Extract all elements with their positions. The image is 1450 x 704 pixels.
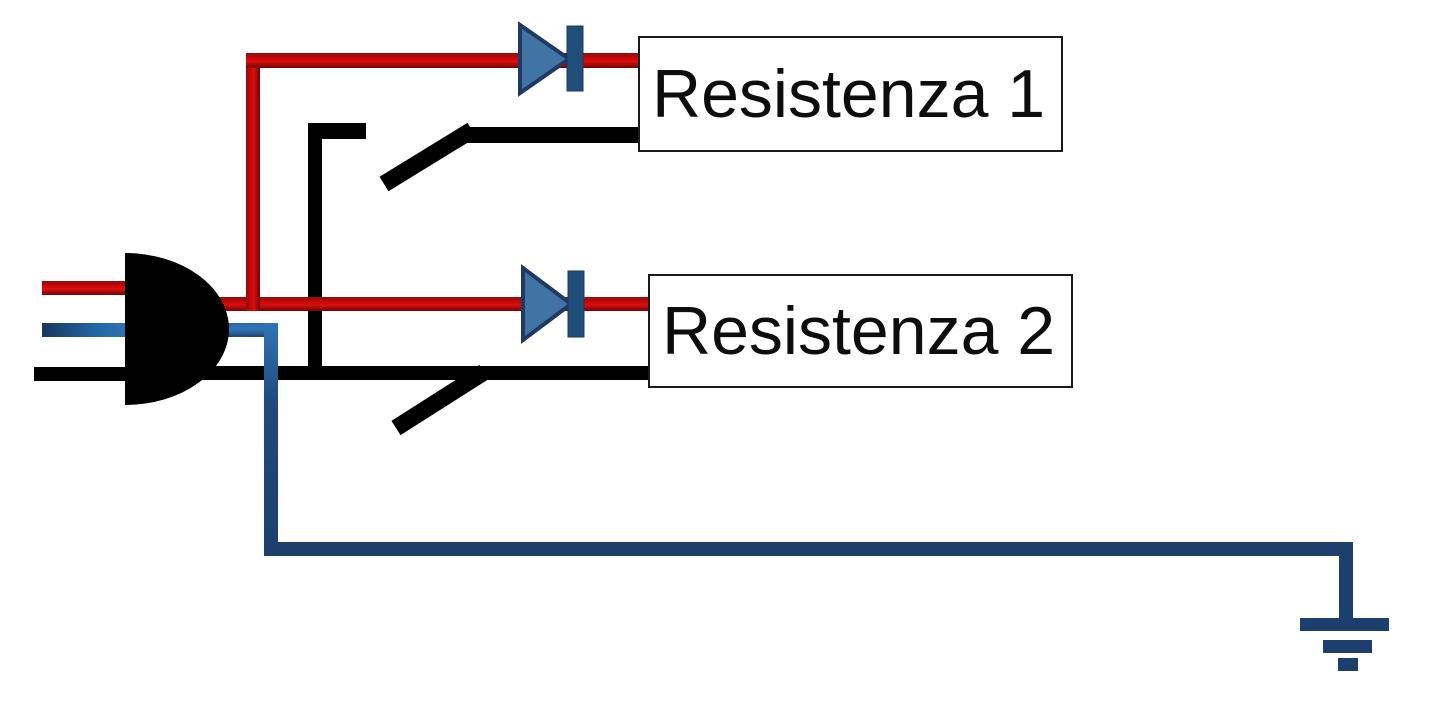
blue-drop-wire — [264, 323, 278, 556]
resistenza-2-box: Resistenza 2 — [648, 274, 1073, 388]
diode-icon — [518, 21, 584, 97]
black-riser-wire — [308, 123, 322, 380]
blue-input-wire — [42, 323, 132, 337]
switch1-fixed-contact-stub — [308, 123, 366, 139]
black-main-wire — [190, 366, 648, 380]
resistenza-1-label: Resistenza 1 — [652, 56, 1046, 132]
resistenza-1-box: Resistenza 1 — [638, 36, 1063, 152]
resistenza-2-label: Resistenza 2 — [662, 293, 1056, 369]
diode2-triangle — [521, 264, 575, 344]
switch-open-icon — [379, 122, 477, 192]
black-input-wire — [34, 367, 134, 381]
ground-lead-wire — [1339, 542, 1353, 620]
diode2-cathode-bar — [567, 270, 585, 338]
red-input-wire — [42, 281, 132, 295]
ground-bar-long — [1300, 618, 1389, 631]
ground-bar-short — [1338, 658, 1358, 671]
diode1-triangle — [518, 21, 573, 97]
switch1-output-wire — [466, 127, 640, 143]
power-plug-icon — [125, 253, 229, 405]
blue-run-wire — [264, 542, 1353, 556]
red-riser-wire — [246, 53, 260, 311]
diode-icon — [521, 264, 585, 344]
ground-bar-medium — [1323, 640, 1372, 653]
switch-closed-icon — [391, 364, 489, 436]
diode1-cathode-bar — [566, 25, 584, 92]
